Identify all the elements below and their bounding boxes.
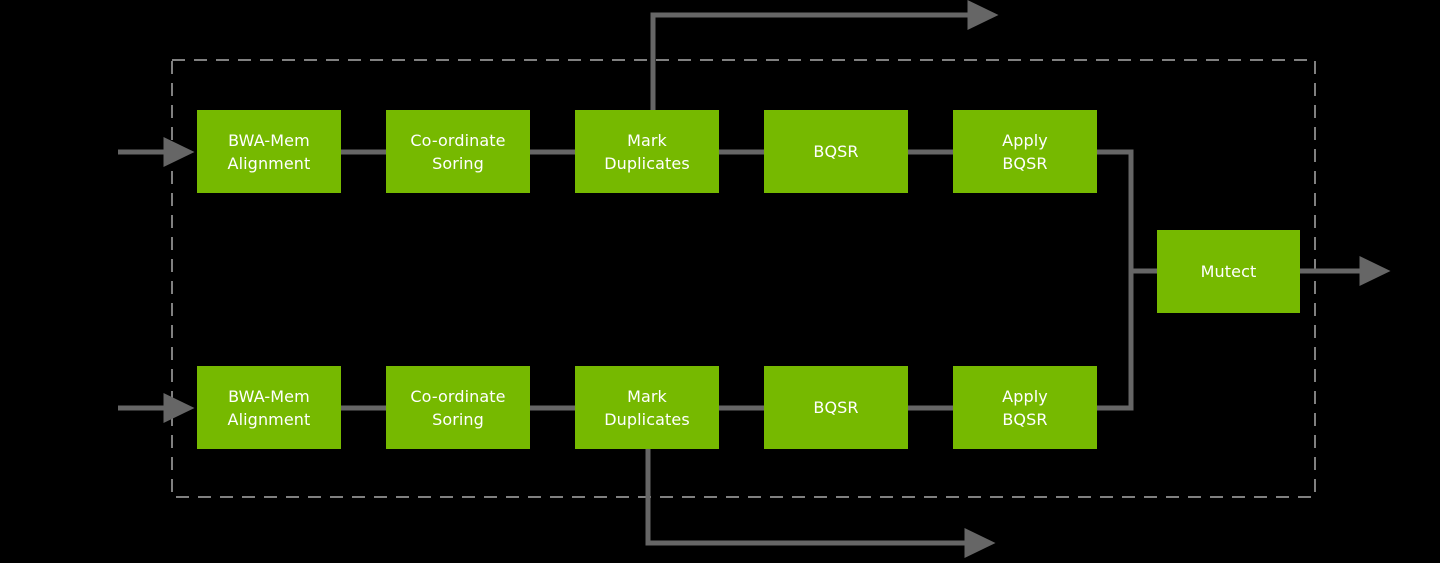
node-mark-duplicates-bottom[interactable]: Mark Duplicates [575, 366, 719, 449]
node-mark-duplicates-top[interactable]: Mark Duplicates [575, 110, 719, 193]
node-bwa-mem-alignment-top[interactable]: BWA-Mem Alignment [197, 110, 341, 193]
branch-arrow-bottom [645, 449, 996, 558]
node-co-ordinate-soring-top[interactable]: Co-ordinate Soring [386, 110, 530, 193]
node-apply-bqsr-bottom[interactable]: Apply BQSR [953, 366, 1097, 449]
node-mutect[interactable]: Mutect [1157, 230, 1300, 313]
node-bwa-mem-alignment-bottom[interactable]: BWA-Mem Alignment [197, 366, 341, 449]
branch-arrow-top [650, 0, 999, 110]
pipeline-boundary [171, 59, 1316, 498]
merge-bottom [1096, 271, 1134, 411]
node-apply-bqsr-top[interactable]: Apply BQSR [953, 110, 1097, 193]
node-co-ordinate-soring-bottom[interactable]: Co-ordinate Soring [386, 366, 530, 449]
node-bqsr-top[interactable]: BQSR [764, 110, 908, 193]
node-bqsr-bottom[interactable]: BQSR [764, 366, 908, 449]
merge-top [1096, 149, 1134, 271]
